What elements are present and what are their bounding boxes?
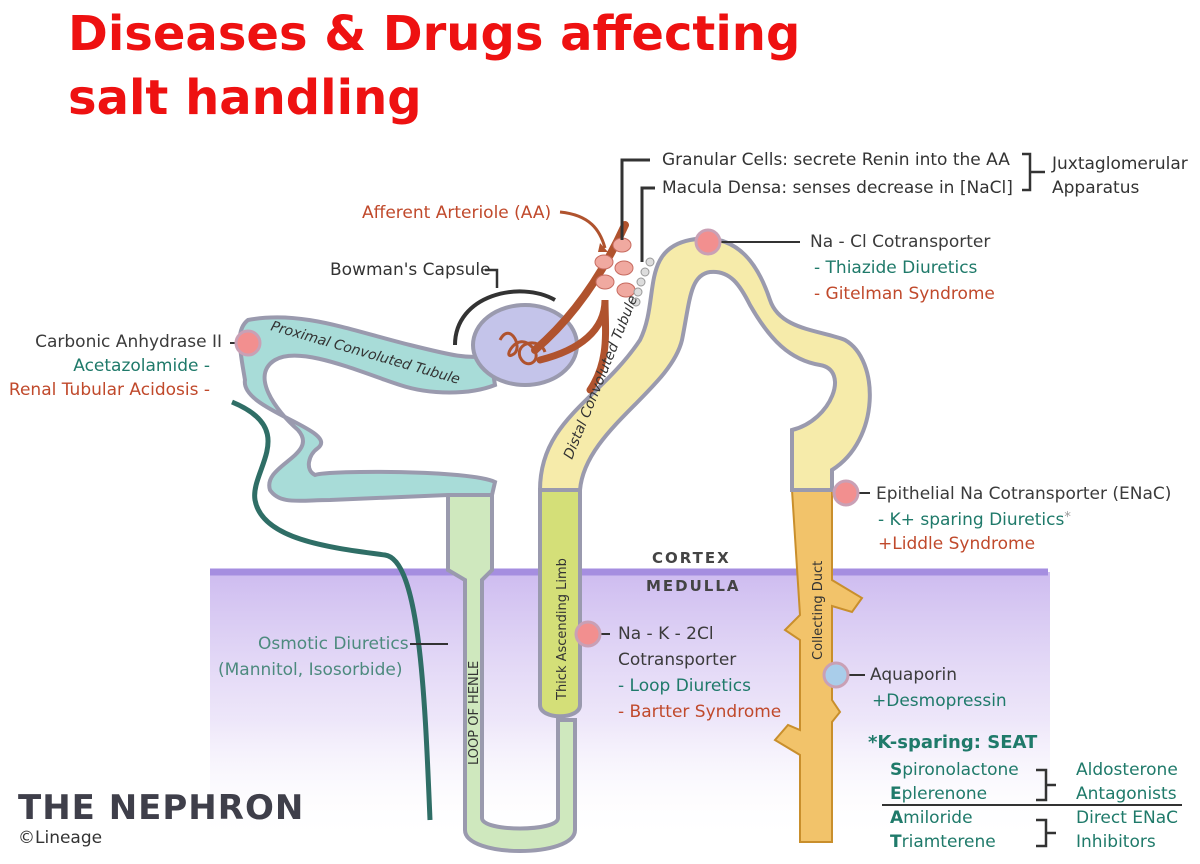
enac-drug: - K+ sparing Diuretics bbox=[878, 510, 1065, 530]
aquaporin-drug: +Desmopressin bbox=[872, 691, 1007, 711]
osmotic-line1: Osmotic Diuretics bbox=[258, 634, 409, 654]
seat-drug-3-initial: T bbox=[890, 832, 902, 852]
ncc-disease: - Gitelman Syndrome bbox=[814, 284, 995, 304]
macula-leader bbox=[640, 186, 655, 262]
seat-drug-2-initial: A bbox=[890, 808, 904, 828]
afferent-arrowhead bbox=[598, 243, 608, 252]
cd-label: Collecting Duct bbox=[811, 561, 826, 660]
afferent-arteriole-label: Afferent Arteriole (AA) bbox=[362, 203, 552, 223]
jga-group-line1: Juxtaglomerular bbox=[1052, 154, 1188, 174]
medulla-region bbox=[210, 572, 1050, 842]
ncc-name: Na - Cl Cotransporter bbox=[810, 232, 991, 252]
loop-label: LOOP OF HENLE bbox=[467, 661, 482, 765]
jga-bracket bbox=[1022, 152, 1045, 192]
macula-densa bbox=[631, 257, 655, 307]
seat-drug-0-initial: S bbox=[890, 760, 903, 780]
seat-drug-2-rest: miloride bbox=[903, 808, 973, 828]
enac-name: Epithelial Na Cotransporter (ENaC) bbox=[876, 484, 1172, 504]
efferent-arteriole bbox=[536, 299, 610, 394]
distal-convoluted-tubule bbox=[537, 236, 872, 492]
seat-drug-2: Amiloride bbox=[890, 808, 973, 828]
medulla-label: MEDULLA bbox=[646, 577, 741, 595]
seat-drug-0-rest: pironolactone bbox=[902, 760, 1019, 780]
nkcc-transporter bbox=[574, 620, 602, 648]
jga-group-line2: Apparatus bbox=[1052, 178, 1140, 198]
ncc-transporter bbox=[694, 228, 722, 256]
aquaporin-channel bbox=[822, 661, 850, 689]
enac-drug-row: - K+ sparing Diuretics* bbox=[878, 510, 1071, 530]
afferent-arrow bbox=[559, 210, 607, 249]
brand-title: THE NEPHRON bbox=[18, 788, 305, 828]
ncc-drug: - Thiazide Diuretics bbox=[814, 258, 978, 278]
tal-label: Thick Ascending Limb bbox=[555, 558, 570, 701]
enac-disease: +Liddle Syndrome bbox=[878, 534, 1036, 554]
seat-drug-3: Triamterene bbox=[890, 832, 996, 852]
granular-leader bbox=[620, 158, 650, 240]
macula-densa-label: Macula Densa: senses decrease in [NaCl] bbox=[662, 178, 1013, 198]
enac-star: * bbox=[1064, 510, 1071, 525]
nkcc-name2: Cotransporter bbox=[618, 650, 737, 670]
seat-class1-line1: Aldosterone bbox=[1076, 760, 1178, 780]
page-title-line2: salt handling bbox=[68, 70, 422, 126]
ca-transporter bbox=[234, 329, 262, 357]
brand-credit: ©Lineage bbox=[18, 828, 103, 848]
granular-cells-label: Granular Cells: secrete Renin into the A… bbox=[662, 150, 1010, 170]
nkcc-disease: - Bartter Syndrome bbox=[618, 702, 782, 722]
bowmans-capsule-label: Bowman's Capsule bbox=[330, 260, 491, 280]
nkcc-name1: Na - K - 2Cl bbox=[618, 624, 714, 644]
bowman-leader bbox=[485, 268, 499, 288]
seat-title: *K-sparing: SEAT bbox=[868, 732, 1038, 753]
seat-class2-line1: Direct ENaC bbox=[1076, 808, 1179, 828]
enac-transporter bbox=[832, 479, 860, 507]
peritubular-vessel bbox=[231, 399, 433, 821]
cortex-label: CORTEX bbox=[652, 549, 731, 567]
seat-drug-0: Spironolactone bbox=[890, 760, 1019, 780]
collecting-duct bbox=[773, 489, 864, 843]
ca-drug: Acetazolamide - bbox=[73, 356, 210, 376]
seat-drug-3-rest: riamterene bbox=[901, 832, 996, 852]
seat-class2-line2: Inhibitors bbox=[1076, 832, 1156, 852]
osmotic-line2: (Mannitol, Isosorbide) bbox=[218, 660, 403, 680]
seat-bracket-2 bbox=[1036, 818, 1056, 848]
seat-class1-line2: Antagonists bbox=[1076, 784, 1177, 804]
page-title-line1: Diseases & Drugs affecting bbox=[68, 6, 801, 62]
seat-bracket-1 bbox=[1036, 768, 1056, 802]
loop-of-henle bbox=[446, 493, 577, 853]
aquaporin-name: Aquaporin bbox=[870, 665, 957, 685]
glomerulus bbox=[498, 331, 547, 366]
thick-ascending-limb bbox=[538, 488, 582, 719]
seat-drug-1: Eplerenone bbox=[890, 784, 987, 804]
seat-drug-1-initial: E bbox=[890, 784, 902, 804]
ca-name: Carbonic Anhydrase II bbox=[35, 332, 222, 352]
ca-disease: Renal Tubular Acidosis - bbox=[8, 380, 210, 400]
bowmans-capsule-outer bbox=[453, 289, 556, 346]
seat-drug-1-rest: plerenone bbox=[901, 784, 988, 804]
nkcc-drug: - Loop Diuretics bbox=[618, 676, 751, 696]
